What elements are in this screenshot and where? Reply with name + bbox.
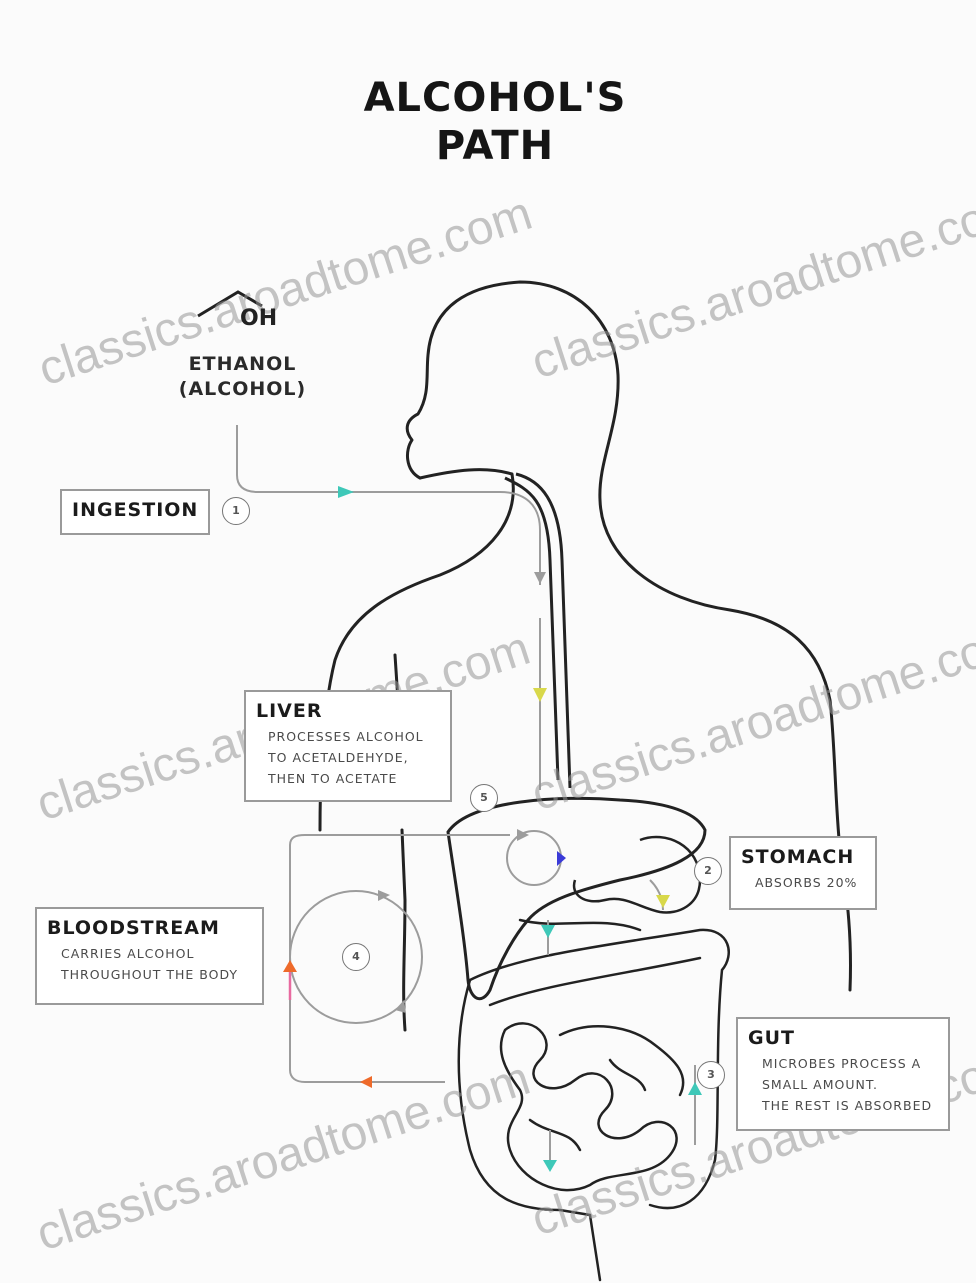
gut-text-3: THE REST IS ABSORBED: [748, 1095, 938, 1116]
ethanol-line-1: ETHANOL: [160, 352, 325, 377]
ingestion-heading: INGESTION: [72, 499, 198, 521]
liver-box: LIVER PROCESSES ALCOHOL TO ACETALDEHYDE,…: [244, 690, 452, 802]
stomach-heading: STOMACH: [741, 846, 865, 868]
ingestion-box: INGESTION: [60, 489, 210, 535]
stomach-box: STOMACH ABSORBS 20%: [729, 836, 877, 910]
liver-text-3: THEN TO ACETATE: [256, 768, 440, 789]
gut-text-1: MICROBES PROCESS A: [748, 1053, 938, 1074]
body-outline: [320, 282, 851, 1030]
bloodstream-heading: BLOODSTREAM: [47, 917, 252, 939]
gut-heading: GUT: [748, 1027, 938, 1049]
title-line-2: PATH: [330, 122, 660, 170]
bloodstream-text-2: THROUGHOUT THE BODY: [47, 964, 252, 985]
liver-text-2: TO ACETALDEHYDE,: [256, 747, 440, 768]
liver-step-badge: 5: [470, 784, 498, 812]
bloodstream-box: BLOODSTREAM CARRIES ALCOHOL THROUGHOUT T…: [35, 907, 264, 1005]
ingestion-step-badge: 1: [222, 497, 250, 525]
bloodstream-step-badge: 4: [342, 943, 370, 971]
stomach-step-badge: 2: [694, 857, 722, 885]
liver-text-1: PROCESSES ALCOHOL: [256, 726, 440, 747]
ethanol-line-2: (ALCOHOL): [160, 377, 325, 402]
gut-step-badge: 3: [697, 1061, 725, 1089]
gut-text-2: SMALL AMOUNT.: [748, 1074, 938, 1095]
title-line-1: ALCOHOL'S: [330, 74, 660, 122]
molecule-oh-label: OH: [240, 306, 277, 331]
stomach-text-1: ABSORBS 20%: [741, 872, 865, 893]
gut-box: GUT MICROBES PROCESS A SMALL AMOUNT. THE…: [736, 1017, 950, 1131]
page-title: ALCOHOL'S PATH: [330, 74, 660, 170]
liver-heading: LIVER: [256, 700, 440, 722]
ethanol-label: ETHANOL (ALCOHOL): [160, 352, 325, 402]
bloodstream-text-1: CARRIES ALCOHOL: [47, 943, 252, 964]
